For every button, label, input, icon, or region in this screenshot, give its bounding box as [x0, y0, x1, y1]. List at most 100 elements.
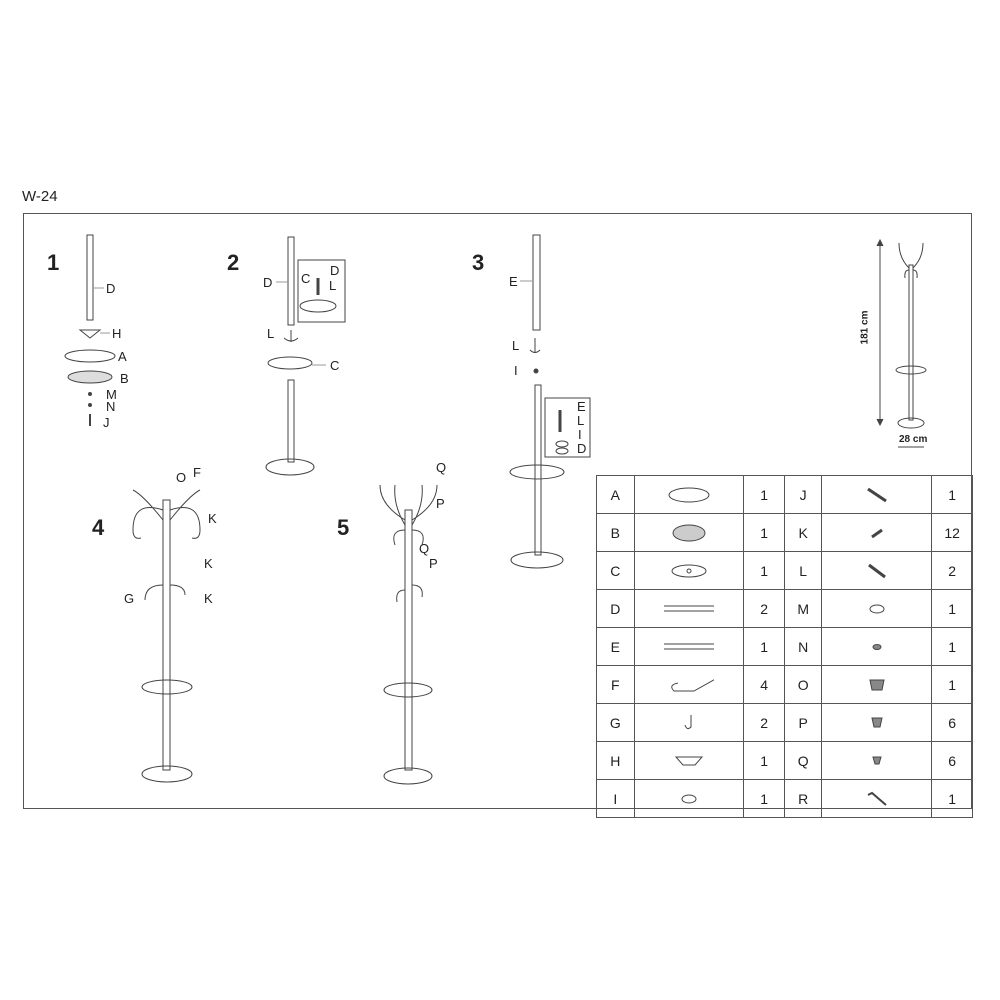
width-dimension: 28 cm	[899, 434, 928, 445]
part-image	[821, 589, 933, 628]
part-label: I	[514, 363, 518, 378]
small-hook-icon	[684, 714, 692, 729]
model-title: W-24	[22, 188, 58, 205]
part-image	[633, 627, 745, 666]
part-letter: A	[596, 475, 635, 514]
base-disc-icon	[668, 487, 710, 502]
part-label: D	[330, 263, 340, 278]
part-image	[633, 475, 745, 514]
part-label: P	[429, 556, 438, 571]
part-label: Q	[436, 460, 447, 475]
part-label: H	[112, 326, 122, 341]
part-image	[821, 475, 933, 514]
part-letter: D	[596, 589, 635, 628]
part-label: P	[436, 496, 445, 511]
part-quantity: 6	[931, 703, 973, 742]
part-letter: R	[783, 779, 823, 818]
screw-icon	[871, 528, 883, 538]
part-label: D	[106, 281, 116, 296]
part-letter: G	[596, 703, 635, 742]
part-letter: B	[596, 513, 635, 552]
knob-small-icon	[872, 756, 882, 764]
long-hook-icon	[671, 678, 714, 691]
part-quantity: 2	[931, 551, 973, 590]
part-image	[821, 703, 933, 742]
part-label: E	[577, 399, 586, 414]
part-quantity: 1	[743, 627, 785, 666]
part-letter: P	[783, 703, 823, 742]
washer-icon	[869, 604, 885, 613]
part-label: D	[263, 275, 273, 290]
part-label: Q	[419, 541, 430, 556]
part-quantity: 12	[931, 513, 973, 552]
part-image	[633, 741, 745, 780]
height-dimension: 181 cm	[859, 310, 871, 345]
dimension-drawing	[876, 238, 927, 448]
bolt-icon	[867, 487, 887, 502]
part-image	[633, 551, 745, 590]
part-image	[821, 551, 933, 590]
part-quantity: 4	[743, 665, 785, 704]
tube-icon	[664, 605, 714, 611]
step-number-5: 5	[337, 515, 350, 540]
umbrella-tray-icon	[671, 564, 707, 577]
part-quantity: 1	[743, 475, 785, 514]
part-quantity: 1	[931, 589, 973, 628]
step-number-3: 3	[472, 250, 485, 275]
step-4-drawing	[132, 489, 201, 783]
weight-disc-icon	[672, 524, 706, 541]
part-quantity: 1	[931, 627, 973, 666]
step-5-drawing	[379, 484, 438, 785]
top-cap-icon	[869, 679, 885, 690]
part-image	[633, 665, 745, 704]
part-quantity: 1	[743, 779, 785, 818]
part-letter: J	[783, 475, 823, 514]
part-image	[821, 627, 933, 666]
step-number-4: 4	[92, 515, 105, 540]
part-image	[633, 703, 745, 742]
threaded-rod-icon	[868, 563, 886, 578]
part-image	[633, 513, 745, 552]
part-label: K	[204, 591, 213, 606]
top-tube-icon	[664, 643, 714, 649]
part-quantity: 1	[931, 779, 973, 818]
cone-cap-icon	[674, 756, 704, 765]
part-quantity: 1	[931, 665, 973, 704]
part-label: C	[301, 271, 311, 286]
step-3-drawing	[509, 234, 591, 569]
part-label: K	[208, 511, 217, 526]
part-letter: M	[783, 589, 823, 628]
part-quantity: 6	[931, 741, 973, 780]
part-label: G	[124, 591, 135, 606]
allen-key-icon	[867, 791, 887, 806]
part-image	[633, 589, 745, 628]
part-label: L	[329, 278, 337, 293]
part-label: C	[330, 358, 340, 373]
part-quantity: 1	[743, 551, 785, 590]
part-image	[633, 779, 745, 818]
part-label: N	[106, 399, 116, 414]
knob-icon	[871, 717, 883, 727]
part-label: F	[193, 465, 201, 480]
part-quantity: 2	[743, 589, 785, 628]
part-label: I	[578, 427, 582, 442]
part-label: K	[204, 556, 213, 571]
nut-icon	[872, 643, 882, 650]
part-label: L	[267, 326, 275, 341]
part-letter: N	[783, 627, 823, 666]
part-letter: F	[596, 665, 635, 704]
part-letter: K	[783, 513, 823, 552]
part-letter: L	[783, 551, 823, 590]
part-quantity: 1	[931, 475, 973, 514]
part-letter: I	[596, 779, 635, 818]
part-letter: H	[596, 741, 635, 780]
part-quantity: 1	[743, 741, 785, 780]
part-quantity: 1	[743, 513, 785, 552]
